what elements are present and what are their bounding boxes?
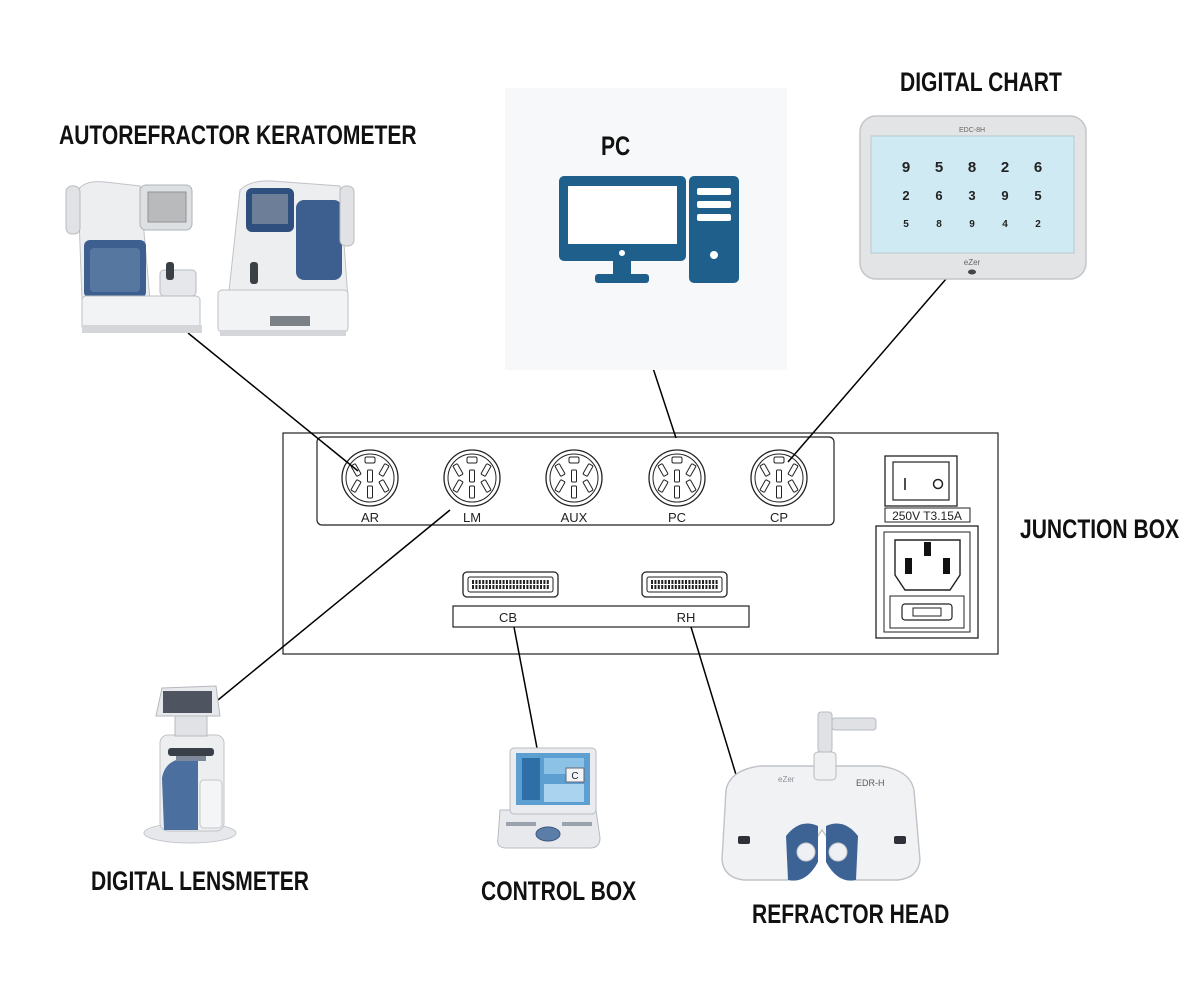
port-panel: AR LM AUX PC CP: [341, 449, 808, 525]
chart-brand: eZer: [964, 258, 981, 267]
chart-digit: 8: [936, 219, 942, 230]
chart-digit: 9: [902, 159, 910, 176]
refractor-brand: eZer: [778, 775, 795, 784]
port-cp: CP: [750, 449, 808, 525]
chart-digit: 6: [1034, 159, 1042, 176]
connector-label-rh: RH: [677, 610, 696, 625]
connector-label-cb: CB: [499, 610, 517, 625]
label-control-box: CONTROL BOX: [481, 876, 637, 906]
chart-digit: 5: [903, 219, 909, 230]
chart-digit: 8: [968, 159, 976, 176]
port-label-cp: CP: [770, 510, 788, 525]
chart-digit: 9: [1001, 188, 1008, 203]
chart-digit: 6: [935, 188, 942, 203]
refractor-head-device: eZer EDR-H: [721, 711, 921, 881]
chart-model: EDC-8H: [959, 127, 985, 134]
connection-lines: [187, 278, 947, 779]
control-box-letter: C: [571, 771, 578, 782]
digital-chart-device: EDC-8H 9 5 8 2 6 2 6 3 9 5 5 8 9 4 2 eZer: [859, 115, 1087, 280]
power-inlet: [875, 525, 979, 639]
chart-digit: 2: [1035, 219, 1041, 230]
label-refractor-head: REFRACTOR HEAD: [752, 899, 950, 929]
chart-digit: 9: [969, 219, 975, 230]
pc-icon: [505, 88, 787, 370]
control-box-device: C: [497, 747, 601, 849]
autorefractor-device-front: [65, 181, 202, 333]
chart-digit: 2: [902, 188, 909, 203]
port-label-aux: AUX: [561, 510, 588, 525]
label-digital-chart: DIGITAL CHART: [900, 67, 1062, 97]
fuse-rating: 250V T3.15A: [892, 509, 962, 523]
port-label-lm: LM: [463, 510, 481, 525]
port-label-pc: PC: [668, 510, 686, 525]
label-junction-box: JUNCTION BOX: [1020, 514, 1180, 544]
fuse-label-box: [884, 507, 971, 523]
refractor-model: EDR-H: [856, 778, 885, 788]
chart-digit: 5: [935, 159, 943, 176]
port-lm: LM: [443, 449, 501, 525]
chart-optotypes: 9 5 8 2 6 2 6 3 9 5 5 8 9 4 2: [902, 159, 1042, 230]
chart-digit: 4: [1002, 219, 1008, 230]
label-autorefractor-keratometer: AUTOREFRACTOR KERATOMETER: [59, 120, 417, 150]
port-label-ar: AR: [361, 510, 379, 525]
label-digital-lensmeter: DIGITAL LENSMETER: [91, 866, 310, 896]
connector-label-strip: [452, 605, 750, 628]
power-switch: [884, 455, 958, 507]
digital-lensmeter-device: [143, 685, 237, 844]
autorefractor-device-back: [217, 180, 355, 336]
port-ar: AR: [341, 449, 399, 525]
rh-connector: [641, 571, 728, 598]
port-aux: AUX: [545, 449, 603, 525]
chart-digit: 2: [1001, 159, 1009, 176]
chart-digit: 5: [1034, 188, 1041, 203]
port-pc: PC: [648, 449, 706, 525]
chart-digit: 3: [968, 188, 975, 203]
cb-connector: [462, 571, 559, 598]
label-pc: PC: [601, 131, 631, 161]
